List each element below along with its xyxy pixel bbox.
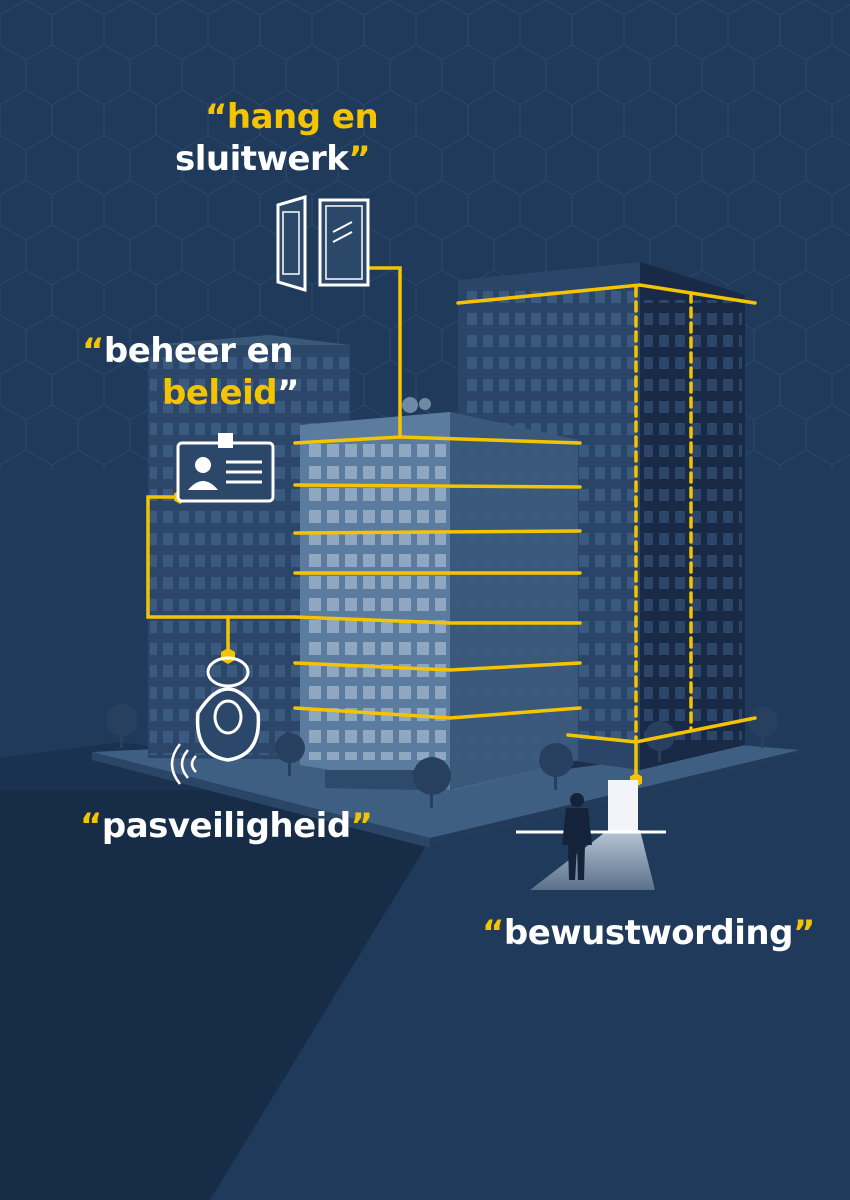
- security-lines: [146, 266, 757, 780]
- ground-shadow: [0, 758, 460, 1200]
- trees: [106, 704, 778, 808]
- door-icon: [276, 194, 370, 293]
- building-middle: [300, 397, 578, 790]
- key-fob-icon: [170, 656, 261, 785]
- label-pasveiligheid: “pasveiligheid”: [80, 806, 373, 846]
- label-bewustwording: “bewustwording”: [482, 913, 815, 953]
- person-silhouette-icon: [516, 780, 666, 890]
- label-hang-en-sluitwerk: “hang en sluitwerk”: [175, 97, 379, 179]
- label-beheer-en-beleid: “beheer en beleid”: [82, 331, 299, 413]
- id-card-icon: [176, 433, 275, 503]
